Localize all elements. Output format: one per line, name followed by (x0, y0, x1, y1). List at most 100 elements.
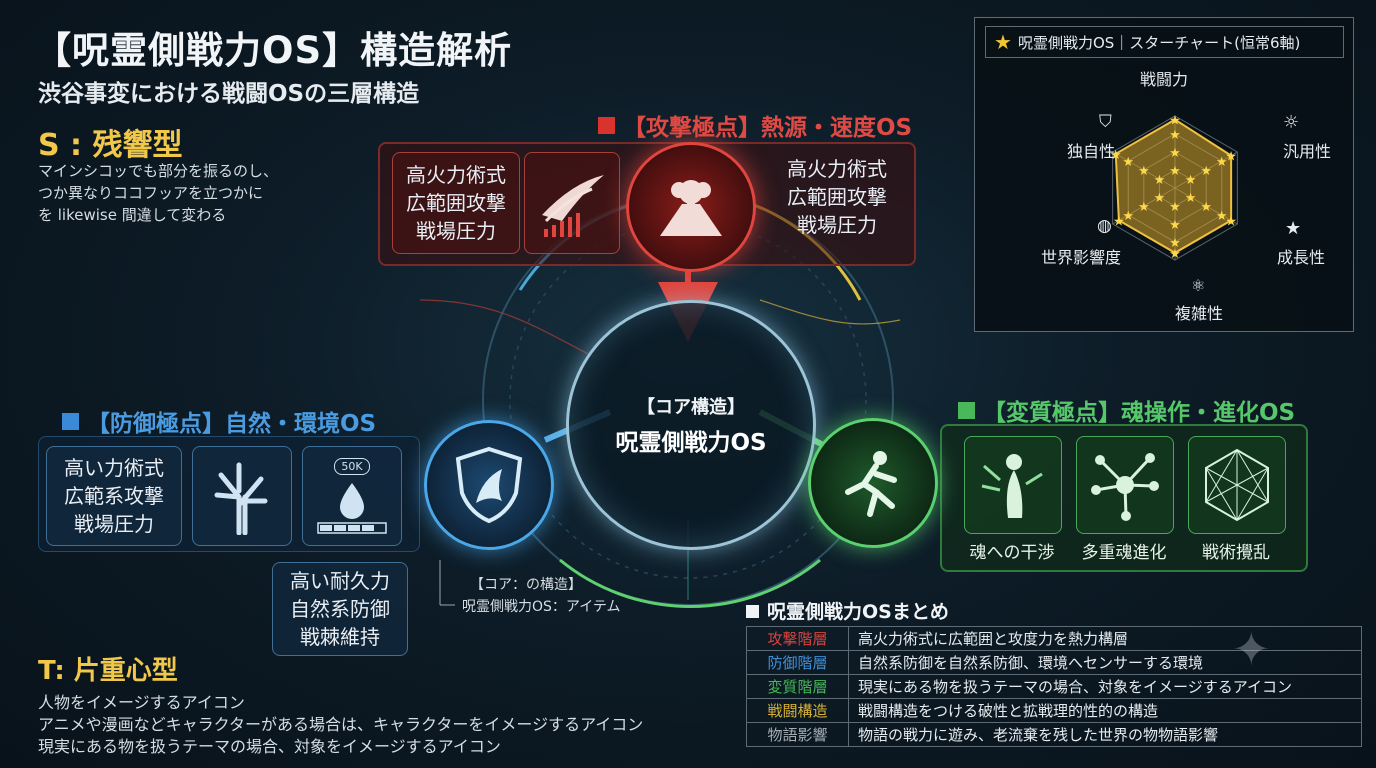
core-label: 【コア構造】 (637, 397, 745, 418)
transform-item-label: 魂への干渉 (969, 543, 1055, 563)
radar-axis-label: 複雑性 (1175, 304, 1224, 323)
radar-axis-label: 世界影響度 (1041, 248, 1122, 267)
attack-text-left: 高火力術式 広範囲攻撃 戦場圧力 (392, 152, 520, 254)
node-network-icon (1076, 436, 1174, 534)
defense-text-line: 広範系攻撃 (64, 484, 164, 508)
radar-axis-label: 成長性 (1277, 248, 1326, 267)
defense-text-line: 自然系防御 (290, 597, 390, 621)
defense-text-line: 戦棘維持 (300, 625, 380, 649)
radar-point: ★ (1169, 128, 1181, 143)
inner-ring (509, 221, 867, 579)
radar-point: ★ (1185, 173, 1197, 188)
shield-icon (424, 420, 554, 550)
note-line: 人物をイメージするアイコン (38, 693, 245, 712)
attack-text-line: 戦場圧力 (416, 219, 496, 243)
atom-icon: ⚛ (1191, 276, 1206, 295)
summary-row-key: 防御階層 (746, 650, 849, 675)
gauge-icon: 50K (302, 446, 402, 546)
transform-item-label: 戦術攪乱 (1202, 543, 1270, 563)
radar-point: ★ (1169, 164, 1181, 179)
gauge-label: 50K (334, 457, 370, 475)
type-s-description: マインシコッでも部分を振るのし、 つか異なりココフッアを立つかに を likew… (38, 160, 278, 226)
summary-row-key: 戦闘構造 (746, 698, 849, 723)
page-title: 【呪霊側戦力OS】構造解析 (34, 29, 513, 72)
radar-chart: ★★★★★★★★★★★★★★★★★★★★★★★★ (1110, 114, 1238, 262)
summary-row: 変質階層現実にある物を扱うテーマの場合、対象をイメージするアイコン (746, 674, 1362, 699)
type-t-heading: T: 片重心型 (38, 656, 178, 686)
note-line: つか異なりココフッアを立つかに (38, 184, 264, 202)
volcano-icon (626, 142, 756, 272)
radar-point: ★ (1169, 114, 1181, 129)
note-line: を likewise 間違して変わる (38, 206, 227, 224)
summary-row: 攻撃階層高火力術式に広範囲と攻度力を熱力構層 (746, 626, 1362, 651)
running-figure-icon (808, 418, 938, 548)
energy-stream (419, 299, 601, 361)
note-line: マインシコッでも部分を振るのし、 (38, 162, 279, 180)
core-note: 【コア：の構造】 呪霊側戦力OS：アイテム (462, 574, 621, 618)
summary-row-key: 物語影響 (746, 722, 849, 747)
transform-header: 【変質極点】魂操作・進化OS (958, 393, 1295, 427)
attack-text-line: 高火力術式 (787, 157, 887, 181)
radar-point: ★ (1122, 209, 1134, 224)
summary-title-text: 呪霊側戦力OSまとめ (767, 601, 949, 623)
defense-text-line: 高い力術式 (64, 456, 164, 480)
soul-figure-icon (964, 436, 1062, 534)
attack-text-line: 戦場圧力 (797, 213, 877, 237)
radar-point: ★ (1169, 236, 1181, 251)
square-icon (62, 412, 79, 430)
defense-text-line: 高い耐久力 (290, 569, 390, 593)
summary-row: 戦闘構造戦闘構造をつける破性と拡戦理的性的の構造 (746, 698, 1362, 723)
summary-title: 呪霊側戦力OSまとめ (746, 597, 949, 624)
radar-point: ★ (1122, 155, 1134, 170)
defense-text: 高い力術式 広範系攻撃 戦場圧力 (46, 446, 182, 546)
defense-header-label: 【防御極点】自然・環境OS (87, 411, 377, 437)
core-title: 呪霊側戦力OS (615, 430, 767, 456)
energy-stream (759, 299, 901, 325)
attack-text-line: 高火力術式 (406, 163, 506, 187)
star-chart-panel: ★ 呪霊側戦力OS｜スターチャート(恒常6軸) ★★★★★★★★★★★★★★★★… (974, 17, 1354, 332)
square-icon (746, 605, 759, 618)
attack-text-line: 広範囲攻撃 (787, 185, 887, 209)
summary-row-value: 戦闘構造をつける破性と拡戦理的性的の構造 (848, 698, 1362, 723)
attack-text-right: 高火力術式 広範囲攻撃 戦場圧力 (770, 152, 904, 242)
core-note-line: 【コア：の構造】 (470, 577, 582, 593)
summary-table: 攻撃階層高火力術式に広範囲と攻度力を熱力構層防御階層自然系防御を自然系防御、環境… (746, 626, 1362, 747)
transform-header-label: 【変質極点】魂操作・進化OS (983, 400, 1296, 426)
shield-icon: ⛉ (1099, 112, 1112, 132)
radar-point: ★ (1138, 164, 1150, 179)
summary-row-value: 物語の戦力に遊み、老流棄を残した世界の物物語影響 (848, 722, 1362, 747)
summary-row: 物語影響物語の戦力に遊み、老流棄を残した世界の物物語影響 (746, 722, 1362, 747)
radar-point: ★ (1154, 191, 1166, 206)
star-icon: ★ (994, 30, 1012, 54)
type-s-heading: S : 残響型 (38, 128, 183, 163)
note-line: アニメや漫画などキャラクターがある場合は、キャラクターをイメージするアイコン (38, 715, 644, 734)
radar-point: ★ (1169, 146, 1181, 161)
radar-axis-label: 汎用性 (1283, 142, 1332, 161)
sparkle-icon: ✦ (1232, 622, 1271, 676)
defense-header: 【防御極点】自然・環境OS (62, 404, 376, 438)
defense-text-bottom: 高い耐久力 自然系防御 戦棘維持 (272, 562, 408, 656)
star-icon: ★ (1285, 218, 1302, 239)
attack-header-label: 【攻撃極点】熱源・速度OS (623, 115, 913, 141)
page-subtitle: 渋谷事変における戦闘OSの三層構造 (38, 81, 420, 107)
attack-text-line: 広範囲攻撃 (406, 191, 506, 215)
comet-chart-icon (524, 152, 620, 254)
radar-point: ★ (1225, 214, 1237, 229)
mesh-icon (1188, 436, 1286, 534)
type-t-description: 人物をイメージするアイコン アニメや漫画などキャラクターがある場合は、キャラクタ… (38, 692, 643, 758)
radar-axis-label: 独自性 (1067, 142, 1116, 161)
lightbulb-icon: ☼ (1283, 112, 1300, 133)
radar-point: ★ (1200, 164, 1212, 179)
star-chart-title-bar: ★ 呪霊側戦力OS｜スターチャート(恒常6軸) (985, 26, 1344, 58)
note-line: 現実にある物を扱うテーマの場合、対象をイメージするアイコン (38, 737, 501, 756)
radar-axis-label: 戦闘力 (1140, 70, 1189, 89)
core-note-line: 呪霊側戦力OS：アイテム (462, 599, 621, 615)
square-icon (598, 116, 615, 134)
radar-point: ★ (1216, 209, 1228, 224)
globe-icon: ◍ (1097, 216, 1112, 236)
radar-point: ★ (1169, 218, 1181, 233)
square-icon (958, 401, 975, 419)
summary-row-value: 自然系防御を自然系防御、環境へセンサーする環境 (848, 650, 1362, 675)
star-chart-title: 呪霊側戦力OS｜スターチャート(恒常6軸) (1017, 33, 1301, 52)
radar-point: ★ (1200, 200, 1212, 215)
